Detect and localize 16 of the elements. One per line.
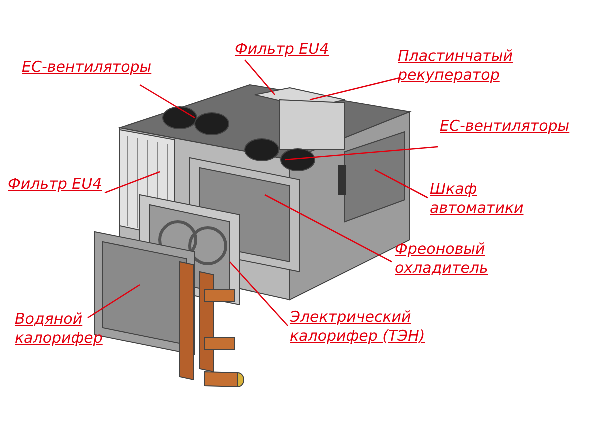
leader-line — [104, 171, 160, 194]
callout-label: EC-вентиляторы — [22, 58, 187, 77]
callout-label: Фильтр EU4 — [235, 40, 375, 59]
leader-line — [310, 77, 400, 101]
leader-line — [230, 262, 288, 326]
leader-line — [284, 146, 438, 161]
leader-line — [244, 60, 276, 96]
callout-label: Водяной калорифер — [15, 310, 135, 348]
callout-label: Фильтр EU4 — [8, 175, 148, 194]
callout-label: Шкаф автоматики — [430, 180, 560, 218]
callout-label: Электрический калорифер (ТЭН) — [290, 308, 460, 346]
callout-label: Пластинчатый рекуператор — [398, 47, 538, 85]
leader-line — [374, 169, 428, 199]
leader-line — [140, 84, 196, 119]
callout-label: Фреоновый охладитель — [395, 240, 505, 278]
callout-label: EC-вентиляторы — [440, 117, 600, 136]
